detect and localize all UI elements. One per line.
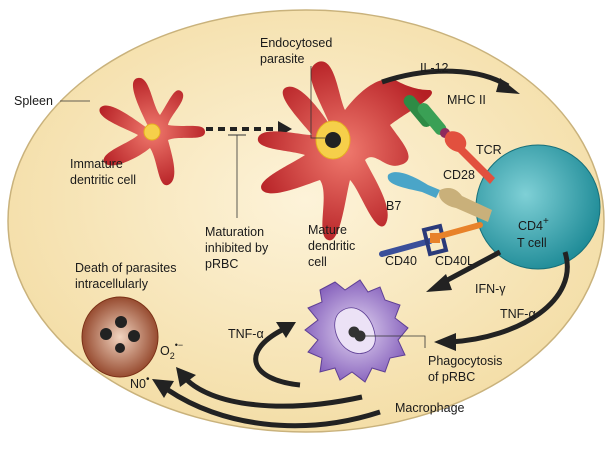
label-no-sup: • <box>146 374 150 385</box>
label-endocytosed-1: Endocytosed <box>260 36 332 50</box>
label-cd4: CD4+ <box>518 216 549 233</box>
label-mature-2: dendritic <box>308 239 355 253</box>
tnfa-left-arrow <box>253 327 301 388</box>
label-immature-1: Immature <box>70 157 123 171</box>
label-cd40l: CD40L <box>435 254 474 268</box>
label-tnfa-right: TNF-α <box>500 307 536 321</box>
label-mature-3: cell <box>308 255 327 269</box>
label-maturation-2: inhibited by <box>205 241 269 255</box>
label-no: N0• <box>130 374 150 391</box>
b7-molecule <box>387 172 440 198</box>
label-spleen: Spleen <box>14 94 53 108</box>
label-tcell: T cell <box>517 236 547 250</box>
cd40-molecule <box>379 223 449 257</box>
il12-arrowhead <box>496 78 520 94</box>
cd28-molecule <box>439 187 492 222</box>
label-macrophage: Macrophage <box>395 401 465 415</box>
label-death-2: intracellularly <box>75 277 149 291</box>
label-o2-sub: 2 <box>170 351 175 361</box>
cd40l-molecule <box>430 222 483 243</box>
label-maturation-3: pRBC <box>205 257 238 271</box>
ifng-arrowhead <box>426 274 452 292</box>
label-maturation-1: Maturation <box>205 225 264 239</box>
tnfa-right-arrow <box>449 251 570 345</box>
macrophage-cell <box>304 279 409 383</box>
label-mature-1: Mature <box>308 223 347 237</box>
immature-dendritic-cell <box>99 77 205 186</box>
mature-dendritic-cell <box>257 61 432 241</box>
label-cd28: CD28 <box>443 168 475 182</box>
il12-arrow <box>381 68 510 89</box>
label-tnfa-left: TNF-α <box>228 327 264 341</box>
o2-arrow <box>183 376 363 409</box>
ifng-arrow <box>438 249 502 287</box>
label-phago-1: Phagocytosis <box>428 354 502 368</box>
endocytosed-leader <box>310 66 325 139</box>
label-death-1: Death of parasites <box>75 261 176 275</box>
label-phago-2: of pRBC <box>428 370 475 384</box>
label-o2: O2•− <box>160 340 183 361</box>
tnfa-right-arrowhead <box>434 333 456 351</box>
no-arrow <box>166 387 381 429</box>
label-immature-2: dentritic cell <box>70 173 136 187</box>
label-mhc2: MHC II <box>447 93 486 107</box>
label-o2-sup: •− <box>175 340 183 350</box>
label-tcr: TCR <box>476 143 502 157</box>
no-arrowhead <box>152 379 174 398</box>
tcr-molecule <box>444 131 495 184</box>
label-endocytosed-2: parasite <box>260 52 305 66</box>
label-cd4-sup: + <box>543 216 549 227</box>
phagocytosis-leader <box>364 335 426 348</box>
label-b7: B7 <box>386 199 401 213</box>
tnfa-left-arrowhead <box>276 322 296 338</box>
label-ifng: IFN-γ <box>475 282 506 296</box>
label-il12: IL-12 <box>420 61 449 75</box>
cd4-t-cell <box>475 144 601 270</box>
infected-red-blood-cell <box>81 296 159 378</box>
o2-arrowhead <box>176 367 196 387</box>
label-cd40: CD40 <box>385 254 417 268</box>
